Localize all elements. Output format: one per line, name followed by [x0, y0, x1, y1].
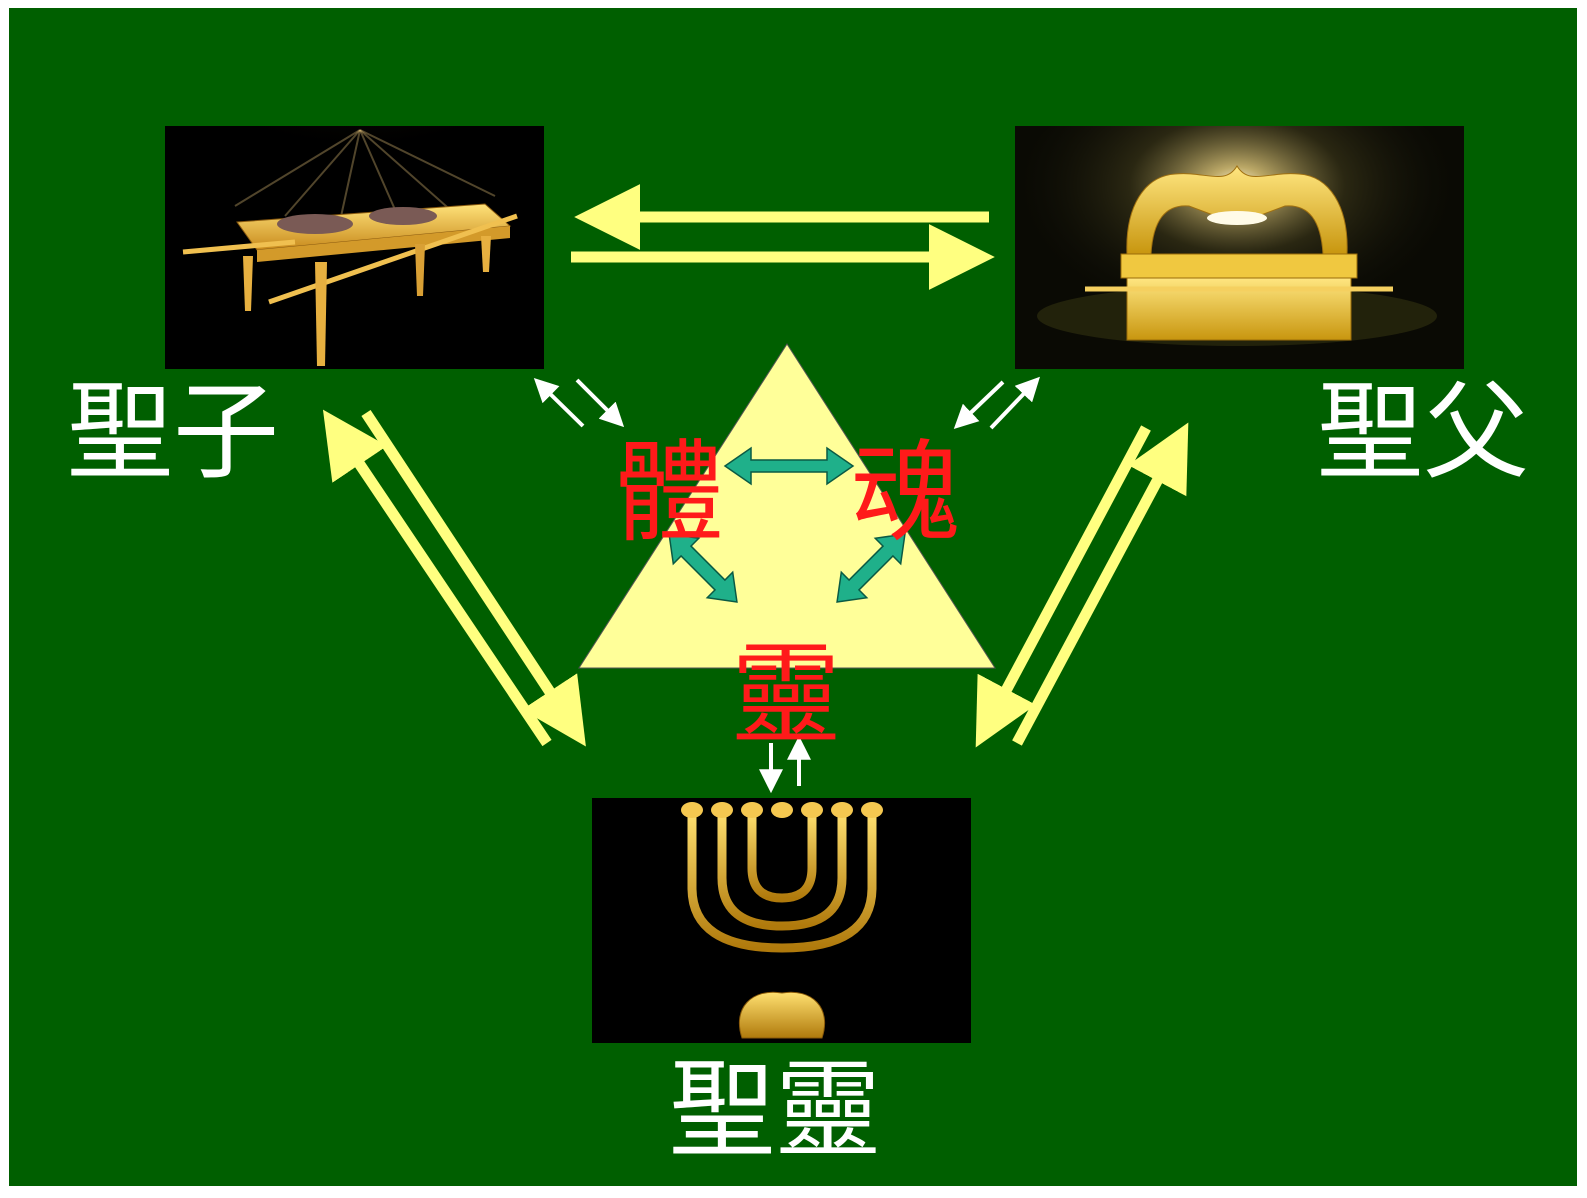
- arrow-white-body-to-son: [533, 377, 585, 428]
- son-label: 聖子: [67, 371, 279, 494]
- teal-arrow-body-spirit: [668, 533, 738, 603]
- son-image-panel: [165, 126, 544, 369]
- ark-of-covenant-icon: [1015, 126, 1464, 369]
- slide: 聖子 聖父 聖靈 體 魂 靈: [9, 8, 1577, 1186]
- teal-arrow-soul-spirit: [836, 533, 906, 603]
- spirit-part-label: 靈: [731, 631, 841, 759]
- body-label: 體: [614, 429, 724, 557]
- arrow-white-son-to-body: [575, 378, 625, 428]
- father-label: 聖父: [1317, 371, 1529, 494]
- teal-arrow-body-soul: [723, 446, 855, 486]
- menorah-icon: [592, 798, 971, 1043]
- diagram-canvas: [322, 184, 1189, 794]
- arrow-father-to-spirit: [975, 425, 1151, 748]
- soul-part-label: 魂: [851, 429, 961, 557]
- spirit-label: 聖靈: [669, 1049, 881, 1172]
- arrow-white-soul-to-father: [989, 376, 1040, 430]
- table-of-showbread-icon: [165, 126, 544, 369]
- spirit-image-panel: [592, 798, 971, 1043]
- arrow-spirit-to-father: [1012, 422, 1189, 746]
- soul-triangle: [578, 343, 996, 669]
- father-image-panel: [1015, 126, 1464, 369]
- arrow-spirit-to-son: [322, 409, 552, 747]
- arrow-white-father-to-soul: [953, 380, 1005, 429]
- arrow-son-to-spirit: [361, 409, 586, 747]
